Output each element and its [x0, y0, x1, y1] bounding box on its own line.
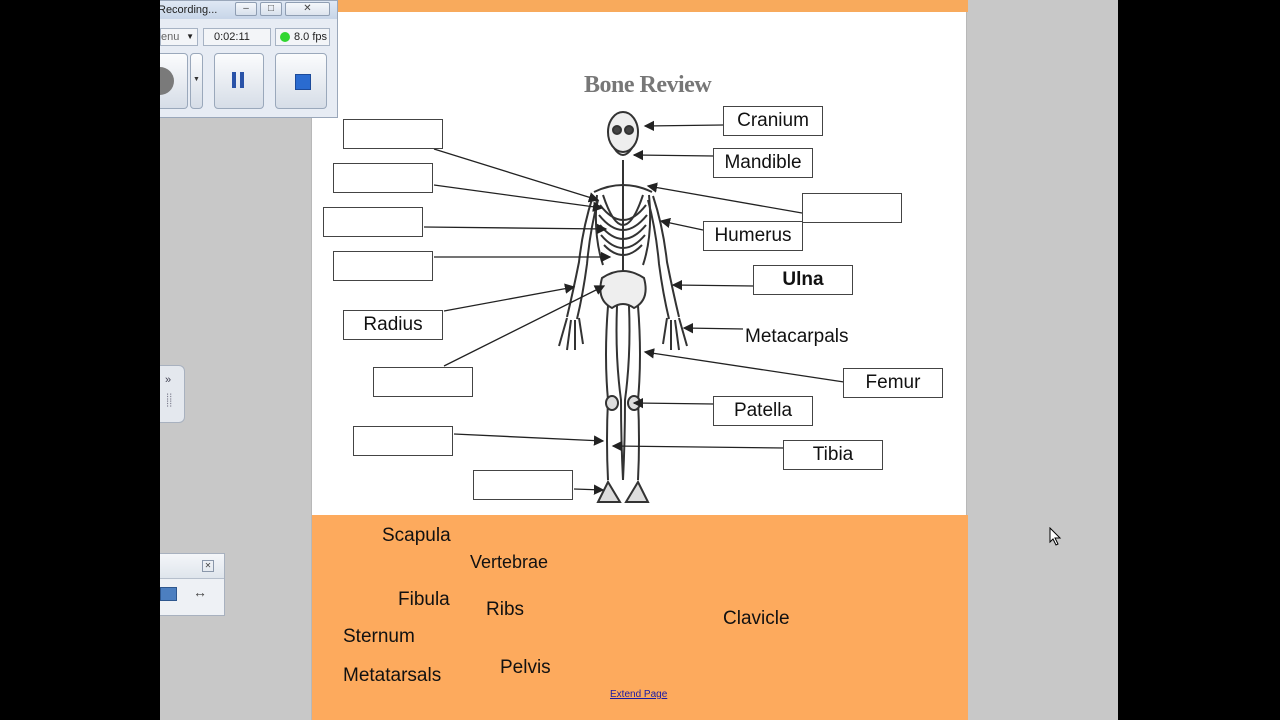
word-bank-area [312, 515, 968, 720]
pointer-arrows [423, 120, 845, 495]
blank-box[interactable] [333, 163, 433, 193]
stop-icon [295, 74, 311, 90]
label-metacarpals[interactable]: Metacarpals [743, 323, 849, 353]
record-options-button[interactable]: ▼ [190, 53, 203, 109]
blank-box[interactable] [323, 207, 423, 237]
chevron-down-icon: ▼ [193, 76, 200, 83]
label-tibia[interactable]: Tibia [783, 440, 883, 470]
word-fibula[interactable]: Fibula [398, 589, 450, 610]
label-patella[interactable]: Patella [713, 396, 813, 426]
skeleton-diagram [423, 111, 845, 503]
double-chevron-right-icon: » [165, 374, 172, 386]
monitor-icon[interactable] [160, 587, 177, 601]
label-humerus[interactable]: Humerus [703, 221, 803, 251]
skeleton-figure [558, 111, 688, 503]
menu-dropdown[interactable]: enu ▼ [160, 28, 198, 46]
word-sternum[interactable]: Sternum [343, 626, 415, 647]
fps-value: 8.0 fps [294, 31, 328, 43]
grip-icon: ⁝⁝⁝⁝ [166, 392, 173, 410]
label-cranium[interactable]: Cranium [723, 106, 823, 136]
close-button[interactable]: ✕ [285, 2, 330, 16]
maximize-button[interactable]: □ [260, 2, 282, 16]
label-mandible[interactable]: Mandible [713, 148, 813, 178]
blank-box[interactable] [353, 426, 453, 456]
menu-label: enu [161, 31, 180, 43]
pause-button[interactable] [214, 53, 264, 109]
blank-box[interactable] [373, 367, 473, 397]
word-vertebrae[interactable]: Vertebrae [470, 552, 549, 572]
top-orange-bar [312, 0, 968, 12]
page-title: Bone Review [584, 72, 712, 98]
mouse-cursor-icon [1049, 527, 1062, 546]
minimize-button[interactable]: – [235, 2, 257, 16]
blank-box[interactable] [343, 119, 443, 149]
record-button[interactable] [160, 53, 188, 109]
label-femur[interactable]: Femur [843, 368, 943, 398]
timer-display: 0:02:11 [203, 28, 271, 46]
word-metatarsals[interactable]: Metatarsals [343, 665, 442, 686]
blank-box[interactable] [333, 251, 433, 281]
blank-box[interactable] [802, 193, 902, 223]
label-ulna[interactable]: Ulna [753, 265, 853, 295]
pause-icon [232, 72, 236, 88]
recorder-title: Recording... [160, 4, 218, 16]
close-button[interactable]: ✕ [202, 560, 214, 572]
stop-button[interactable] [275, 53, 327, 109]
fps-display: 8.0 fps [275, 28, 330, 46]
side-panel-tab[interactable]: » ⁝⁝⁝⁝ [160, 365, 185, 423]
resize-arrows-icon[interactable]: ↔ [193, 584, 207, 600]
status-dot-icon [280, 32, 290, 42]
word-clavicle[interactable]: Clavicle [723, 608, 790, 629]
chevron-down-icon: ▼ [186, 32, 194, 41]
worksheet-page: Bone Review [311, 0, 968, 720]
recorder-window: Recording... – □ ✕ enu ▼ 0:02:11 8.0 fps… [160, 0, 338, 118]
tool-window-titlebar [160, 554, 224, 579]
tool-window: ✕ ↔ [160, 553, 225, 616]
screen-area: Bone Review [160, 0, 1118, 720]
extend-page-link[interactable]: Extend Page [610, 689, 668, 700]
label-radius[interactable]: Radius [343, 310, 443, 340]
record-icon [160, 67, 174, 95]
word-pelvis[interactable]: Pelvis [500, 657, 551, 678]
blank-box[interactable] [473, 470, 573, 500]
word-ribs[interactable]: Ribs [486, 599, 525, 620]
word-scapula[interactable]: Scapula [382, 525, 451, 546]
